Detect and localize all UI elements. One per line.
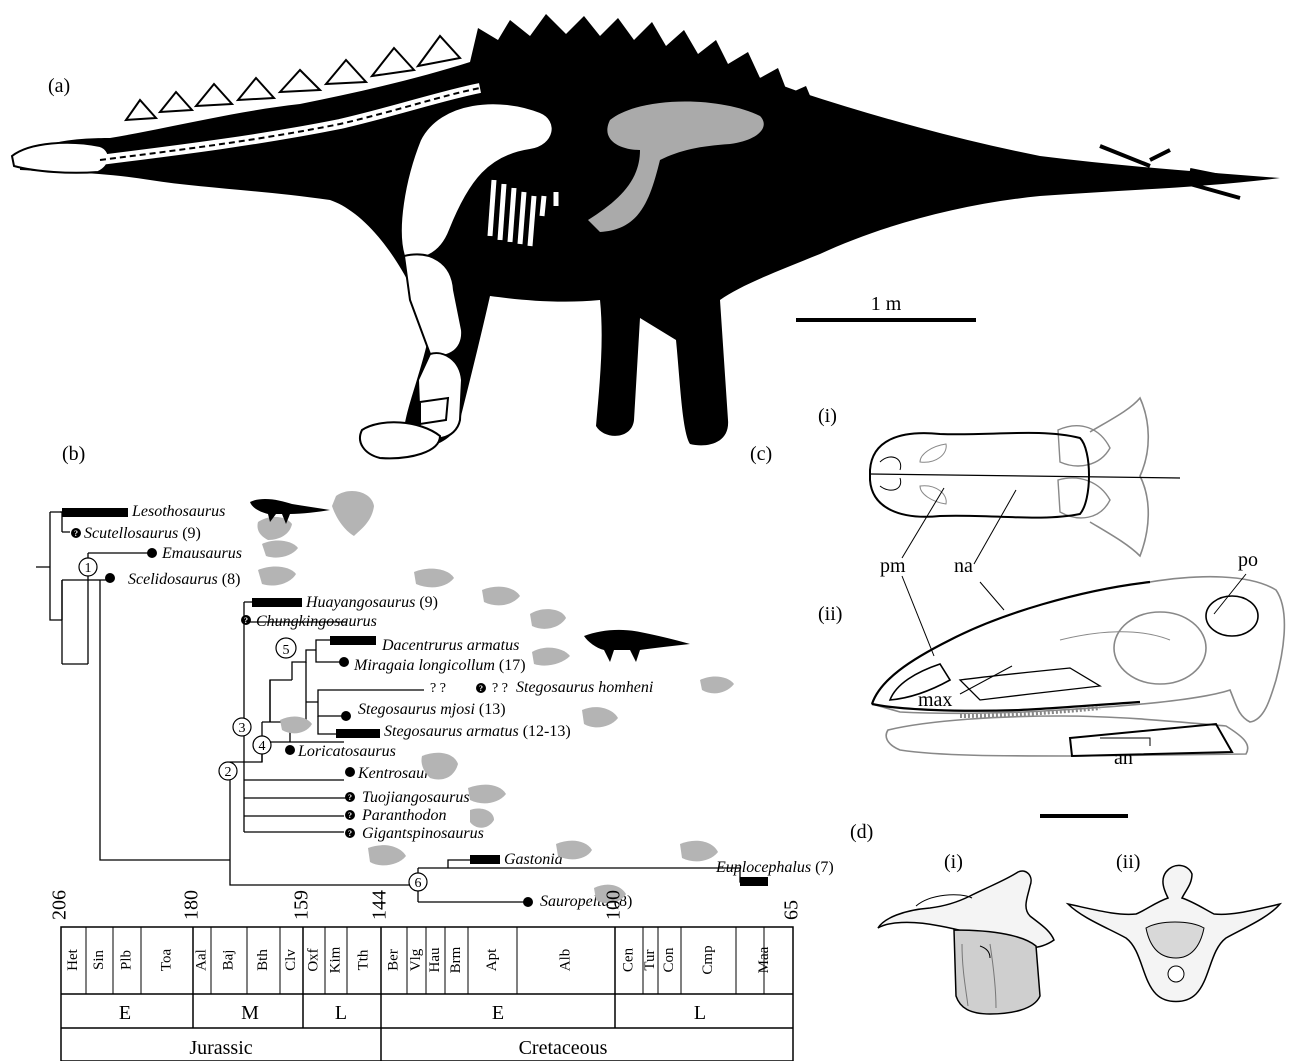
bone-leader-lines (902, 488, 1246, 694)
homheni-uncertainty-marks-2: ? ? (492, 681, 508, 696)
svg-text:?: ? (348, 793, 352, 802)
taxon-lesothosaurus: Lesothosaurus (131, 503, 225, 520)
vertebra-anterior-view (1068, 865, 1280, 1001)
stage-label: Baj (220, 950, 236, 971)
stage-label: Plb (118, 950, 134, 970)
svg-text:?: ? (479, 684, 483, 693)
taxon-stegosaurus-mjosi: Stegosaurus mjosi (13) (358, 701, 506, 718)
skull-label-ii: (ii) (818, 603, 842, 625)
panel-label-d: (d) (850, 821, 873, 843)
vertebra-lateral-view (878, 871, 1054, 1014)
node-6: 6 (415, 876, 422, 891)
stage-label: Aal (193, 949, 209, 971)
stage-label: Bth (255, 949, 271, 971)
stage-label: Clv (283, 949, 299, 971)
skull-dorsal-view (870, 398, 1180, 556)
svg-text:?: ? (348, 811, 352, 820)
panel-label-c: (c) (750, 443, 772, 465)
boundary-age-label: 65 (781, 900, 803, 920)
node-2: 2 (225, 765, 232, 780)
continent-map-icons (257, 491, 734, 903)
stage-label: Alb (557, 949, 573, 972)
taxon-stegosaurus-armatus: Stegosaurus armatus (12-13) (384, 723, 571, 740)
stage-label: Apt (484, 948, 500, 971)
phylogenetic-tree: 1 2 3 4 5 6 ??? ??? ? ? ? ? Lesothosauru… (36, 491, 834, 910)
homheni-uncertainty-marks: ? ? (430, 681, 446, 696)
stage-label: Het (65, 948, 81, 970)
taxon-dacentrurus-armatus: Dacentrurus armatus (381, 637, 519, 654)
miragaia-skeletal-reconstruction (12, 14, 1280, 458)
bone-label-po: po (1238, 549, 1258, 571)
stage-label: Brm (448, 946, 464, 973)
stage-label: Maa (756, 946, 772, 973)
svg-text:?: ? (244, 616, 248, 625)
node-3: 3 (239, 721, 246, 736)
taxon-gastonia: Gastonia (504, 851, 563, 868)
taxon-loricatosaurus: Loricatosaurus (297, 743, 396, 760)
taxon-stegosaurus-homheni: Stegosaurus homheni (516, 679, 653, 696)
boundary-age-label: 180 (181, 890, 203, 920)
panel-label-a: (a) (48, 75, 70, 97)
bone-label-an: an (1114, 747, 1133, 769)
bone-label-na: na (954, 555, 973, 577)
scale-bar-a-label: 1 m (871, 293, 902, 315)
stage-label: Cmp (700, 945, 716, 974)
epoch-middle-jurassic: M (241, 1002, 259, 1024)
epoch-late-cretaceous: L (694, 1002, 706, 1024)
taxon-miragaia-longicollum: Miragaia longicollum (17) (353, 657, 526, 674)
boundary-age-label: 159 (291, 890, 313, 920)
stage-label: Vlg (408, 948, 424, 971)
boundary-age-label: 144 (369, 890, 391, 920)
taxon-emausaurus: Emausaurus (161, 545, 242, 562)
skull-label-i: (i) (818, 405, 837, 427)
stage-label: Ber (385, 949, 401, 971)
stage-label: Hau (427, 947, 443, 972)
bone-label-pm: pm (880, 555, 906, 577)
stage-label: Con (661, 947, 677, 973)
node-1: 1 (85, 561, 92, 576)
stage-label: Cen (620, 947, 636, 972)
stage-label: Sin (91, 949, 107, 970)
vertebra-label-i: (i) (944, 851, 963, 873)
period-jurassic: Jurassic (189, 1037, 252, 1059)
stage-label: Tth (355, 949, 371, 970)
taxon-scelidosaurus: Scelidosaurus (8) (128, 571, 240, 588)
stage-label: Tur (642, 949, 658, 970)
node-5: 5 (283, 643, 290, 658)
bone-label-max: max (918, 689, 952, 711)
epoch-late-jurassic: L (335, 1002, 347, 1024)
epoch-early-cretaceous: E (492, 1002, 504, 1024)
taxon-tuojiangosaurus: Tuojiangosaurus (362, 789, 470, 806)
taxon-paranthodon: Paranthodon (361, 807, 446, 824)
panel-label-b: (b) (62, 443, 85, 465)
taxon-huayangosaurus: Huayangosaurus (9) (305, 594, 438, 611)
svg-text:?: ? (74, 529, 78, 538)
stage-label: Oxf (305, 948, 321, 971)
period-cretaceous: Cretaceous (519, 1037, 608, 1059)
vertebra-label-ii: (ii) (1116, 851, 1140, 873)
node-4: 4 (259, 739, 266, 754)
taxon-euplocephalus: Euplocephalus (7) (715, 859, 834, 876)
stage-label: Kim (327, 946, 343, 973)
taxon-gigantspinosaurus: Gigantspinosaurus (362, 825, 484, 842)
svg-text:?: ? (348, 829, 352, 838)
stage-label: Toa (158, 949, 174, 972)
boundary-age-label: 206 (49, 890, 71, 920)
boundary-age-label: 100 (603, 890, 625, 920)
taxon-scutellosaurus: Scutellosaurus (9) (84, 525, 201, 542)
epoch-early-jurassic: E (119, 1002, 131, 1024)
taxon-chungkingosaurus: Chungkingosaurus (256, 613, 377, 630)
